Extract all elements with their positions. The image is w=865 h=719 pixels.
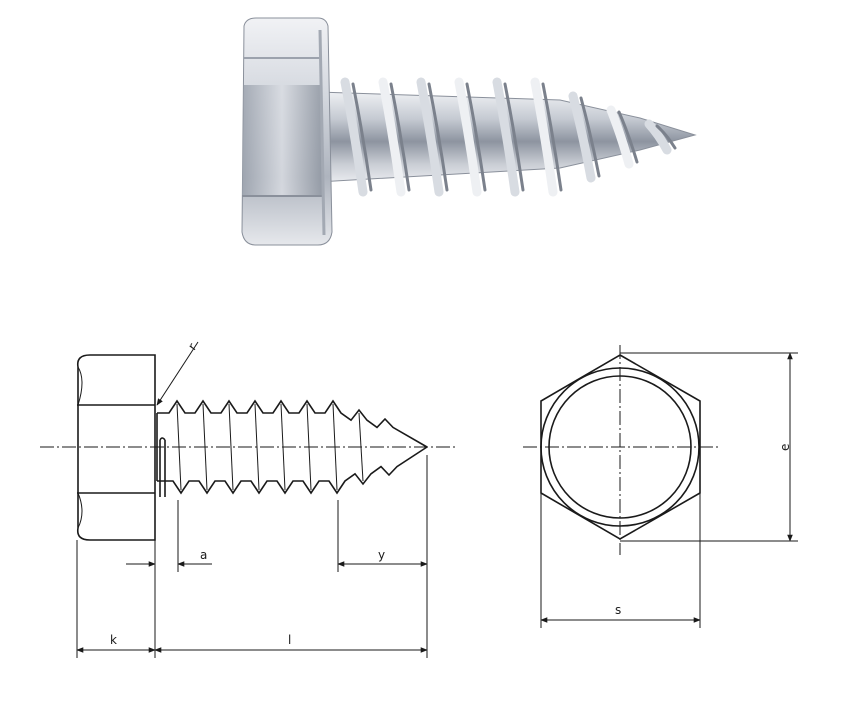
dim-k-label: k <box>110 633 117 647</box>
dim-y-label: y <box>378 548 385 562</box>
screw-photo-threads <box>340 77 677 197</box>
side-view: r a y k l <box>40 341 455 658</box>
screw-photo <box>241 17 697 246</box>
dim-e-label: e <box>778 444 792 451</box>
end-view: e s <box>523 345 798 628</box>
dim-l: l <box>154 633 428 653</box>
dim-y: y <box>337 548 428 567</box>
dim-a: a <box>126 548 212 567</box>
end-view-hexagon <box>540 354 701 540</box>
dim-l-label: l <box>288 633 291 647</box>
side-view-threads <box>156 399 428 495</box>
dim-a-label: a <box>200 548 207 562</box>
end-view-chamfer-circle <box>540 367 700 527</box>
dim-e: e <box>778 352 793 542</box>
screw-photo-head-face <box>242 85 322 196</box>
end-view-shank-circle <box>548 375 692 519</box>
dim-s: s <box>540 603 701 623</box>
dim-s-label: s <box>615 603 621 617</box>
dim-k: k <box>76 633 156 653</box>
